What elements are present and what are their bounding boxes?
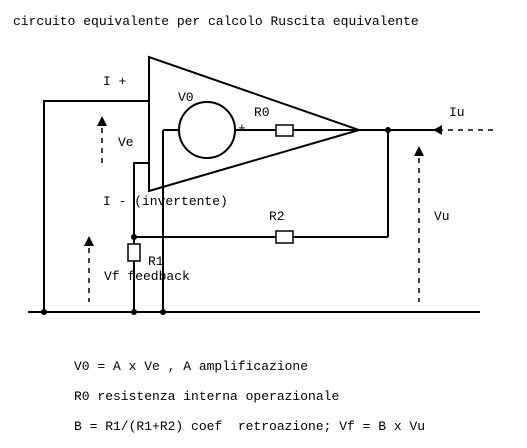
feedback-node [131,234,137,240]
ve-arrowhead [97,116,107,126]
label-v0: V0 [178,90,194,105]
ground-node-left [41,309,47,315]
vu-arrowhead [414,146,424,156]
label-i-plus: I + [103,74,127,89]
r0-resistor [275,124,294,137]
diagram-title: circuito equivalente per calcolo Ruscita… [13,14,419,29]
label-r2: R2 [269,209,285,224]
note-r0-definition: R0 resistenza interna operazionale [74,389,339,404]
label-vf-feedback: Vf feedback [104,269,190,284]
note-v0-definition: V0 = A x Ve , A amplificazione [74,359,308,374]
label-i-minus: I - (invertente) [103,194,228,209]
note-b-definition: B = R1/(R1+R2) coef retroazione; Vf = B … [74,419,425,434]
inverting-input-wire [133,162,149,312]
r2-resistor [275,230,294,244]
label-r1: R1 [148,254,164,269]
iu-arrowhead [433,125,442,135]
label-ve: Ve [118,135,134,150]
label-r0: R0 [254,105,270,120]
v0-voltage-source [178,101,236,159]
non-inverting-input-wire [43,100,149,312]
label-plus-sign: + [238,121,246,136]
ground-node-mid [131,309,137,315]
label-iu: Iu [449,105,465,120]
ground-node-inner [160,309,166,315]
r1-resistor [127,243,141,262]
vf-arrowhead [84,236,94,246]
opamp-triangle [148,55,363,193]
label-vu: Vu [434,209,450,224]
